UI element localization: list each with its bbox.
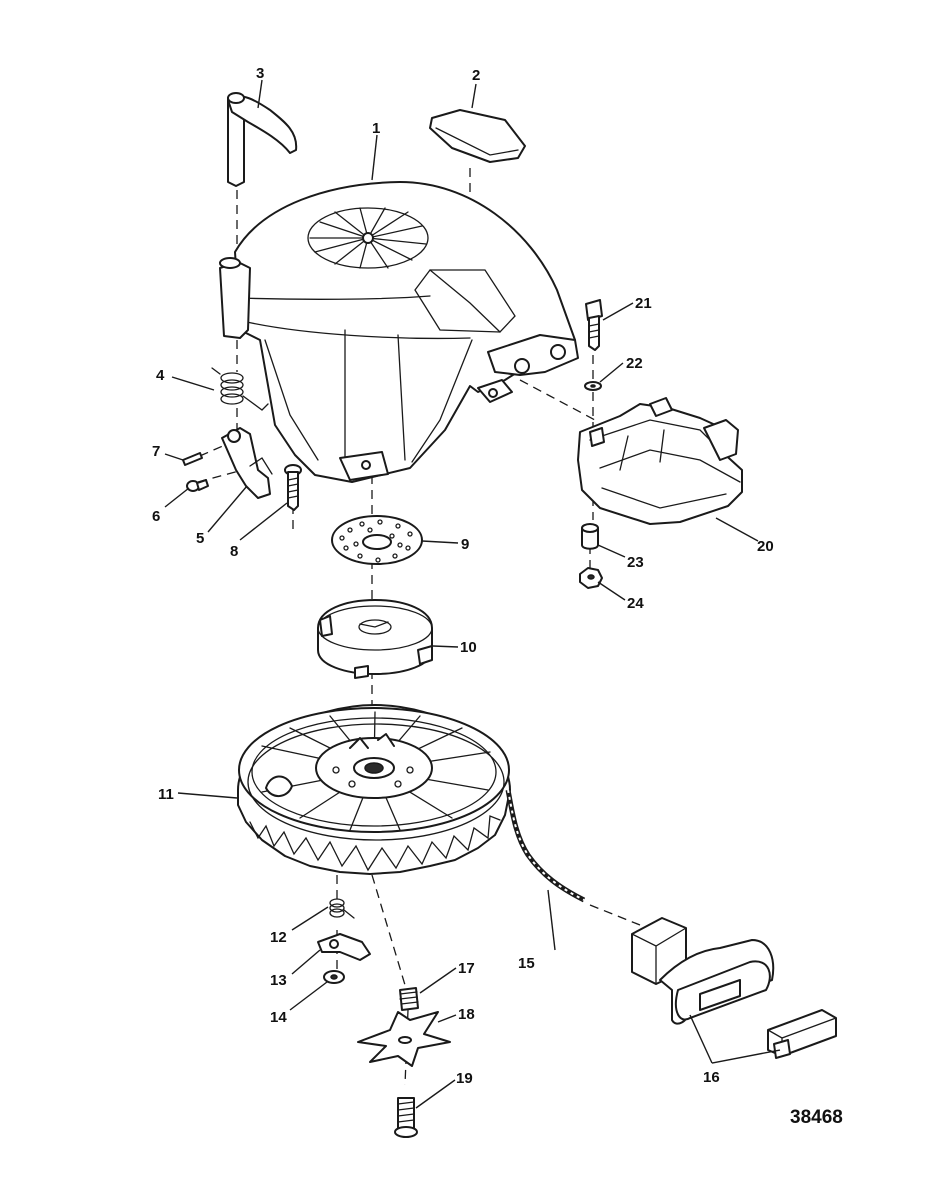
pawl-washer bbox=[323, 970, 345, 984]
lever bbox=[227, 92, 298, 187]
callout-22: 22 bbox=[626, 355, 643, 372]
lock-nut bbox=[579, 567, 603, 589]
callout-13: 13 bbox=[270, 972, 287, 989]
leader-lines bbox=[164, 79, 781, 1109]
retainer-plate bbox=[357, 1011, 451, 1067]
starter-handle bbox=[631, 917, 837, 1059]
callout-23: 23 bbox=[627, 554, 644, 571]
callout-5: 5 bbox=[196, 530, 204, 547]
mounting-bracket bbox=[577, 397, 743, 525]
bracket-bolt bbox=[585, 299, 603, 351]
housing-bolt bbox=[284, 464, 302, 511]
pawl bbox=[221, 427, 273, 499]
callout-7: 7 bbox=[152, 443, 160, 460]
callout-numbers: 1 2 3 4 5 6 7 8 9 10 11 12 13 14 15 16 1… bbox=[152, 65, 774, 1087]
retainer-spring bbox=[399, 987, 419, 1011]
bracket-washer bbox=[584, 381, 602, 391]
friction-washer bbox=[331, 515, 423, 565]
callout-9: 9 bbox=[461, 536, 469, 553]
callout-24: 24 bbox=[627, 595, 644, 612]
pawl-return-spring bbox=[329, 898, 355, 919]
callout-10: 10 bbox=[460, 639, 477, 656]
callout-2: 2 bbox=[472, 67, 480, 84]
housing-vent bbox=[307, 207, 429, 269]
callout-21: 21 bbox=[635, 295, 652, 312]
callout-3: 3 bbox=[256, 65, 264, 82]
retainer-screw bbox=[394, 1097, 418, 1138]
callout-18: 18 bbox=[458, 1006, 475, 1023]
spacer bbox=[581, 523, 599, 550]
starter-rope bbox=[505, 789, 586, 903]
callout-16: 16 bbox=[703, 1069, 720, 1086]
cover-plate bbox=[429, 109, 526, 163]
starter-pawl bbox=[317, 933, 371, 961]
callout-6: 6 bbox=[152, 508, 160, 525]
callout-4: 4 bbox=[156, 367, 165, 384]
roll-pin bbox=[182, 452, 203, 466]
callout-1: 1 bbox=[372, 120, 380, 137]
callout-8: 8 bbox=[230, 543, 238, 560]
callout-15: 15 bbox=[518, 955, 535, 972]
spring-cup bbox=[317, 599, 433, 679]
callout-20: 20 bbox=[757, 538, 774, 555]
callout-12: 12 bbox=[270, 929, 287, 946]
pawl-screw bbox=[186, 479, 209, 492]
callout-17: 17 bbox=[458, 960, 475, 977]
callout-19: 19 bbox=[456, 1070, 473, 1087]
rope-pulley bbox=[237, 704, 511, 875]
pawl-spring bbox=[211, 367, 269, 411]
callout-11: 11 bbox=[158, 786, 174, 803]
figure-number: 38468 bbox=[790, 1107, 843, 1128]
starter-housing bbox=[219, 181, 579, 483]
callout-14: 14 bbox=[270, 1009, 287, 1026]
